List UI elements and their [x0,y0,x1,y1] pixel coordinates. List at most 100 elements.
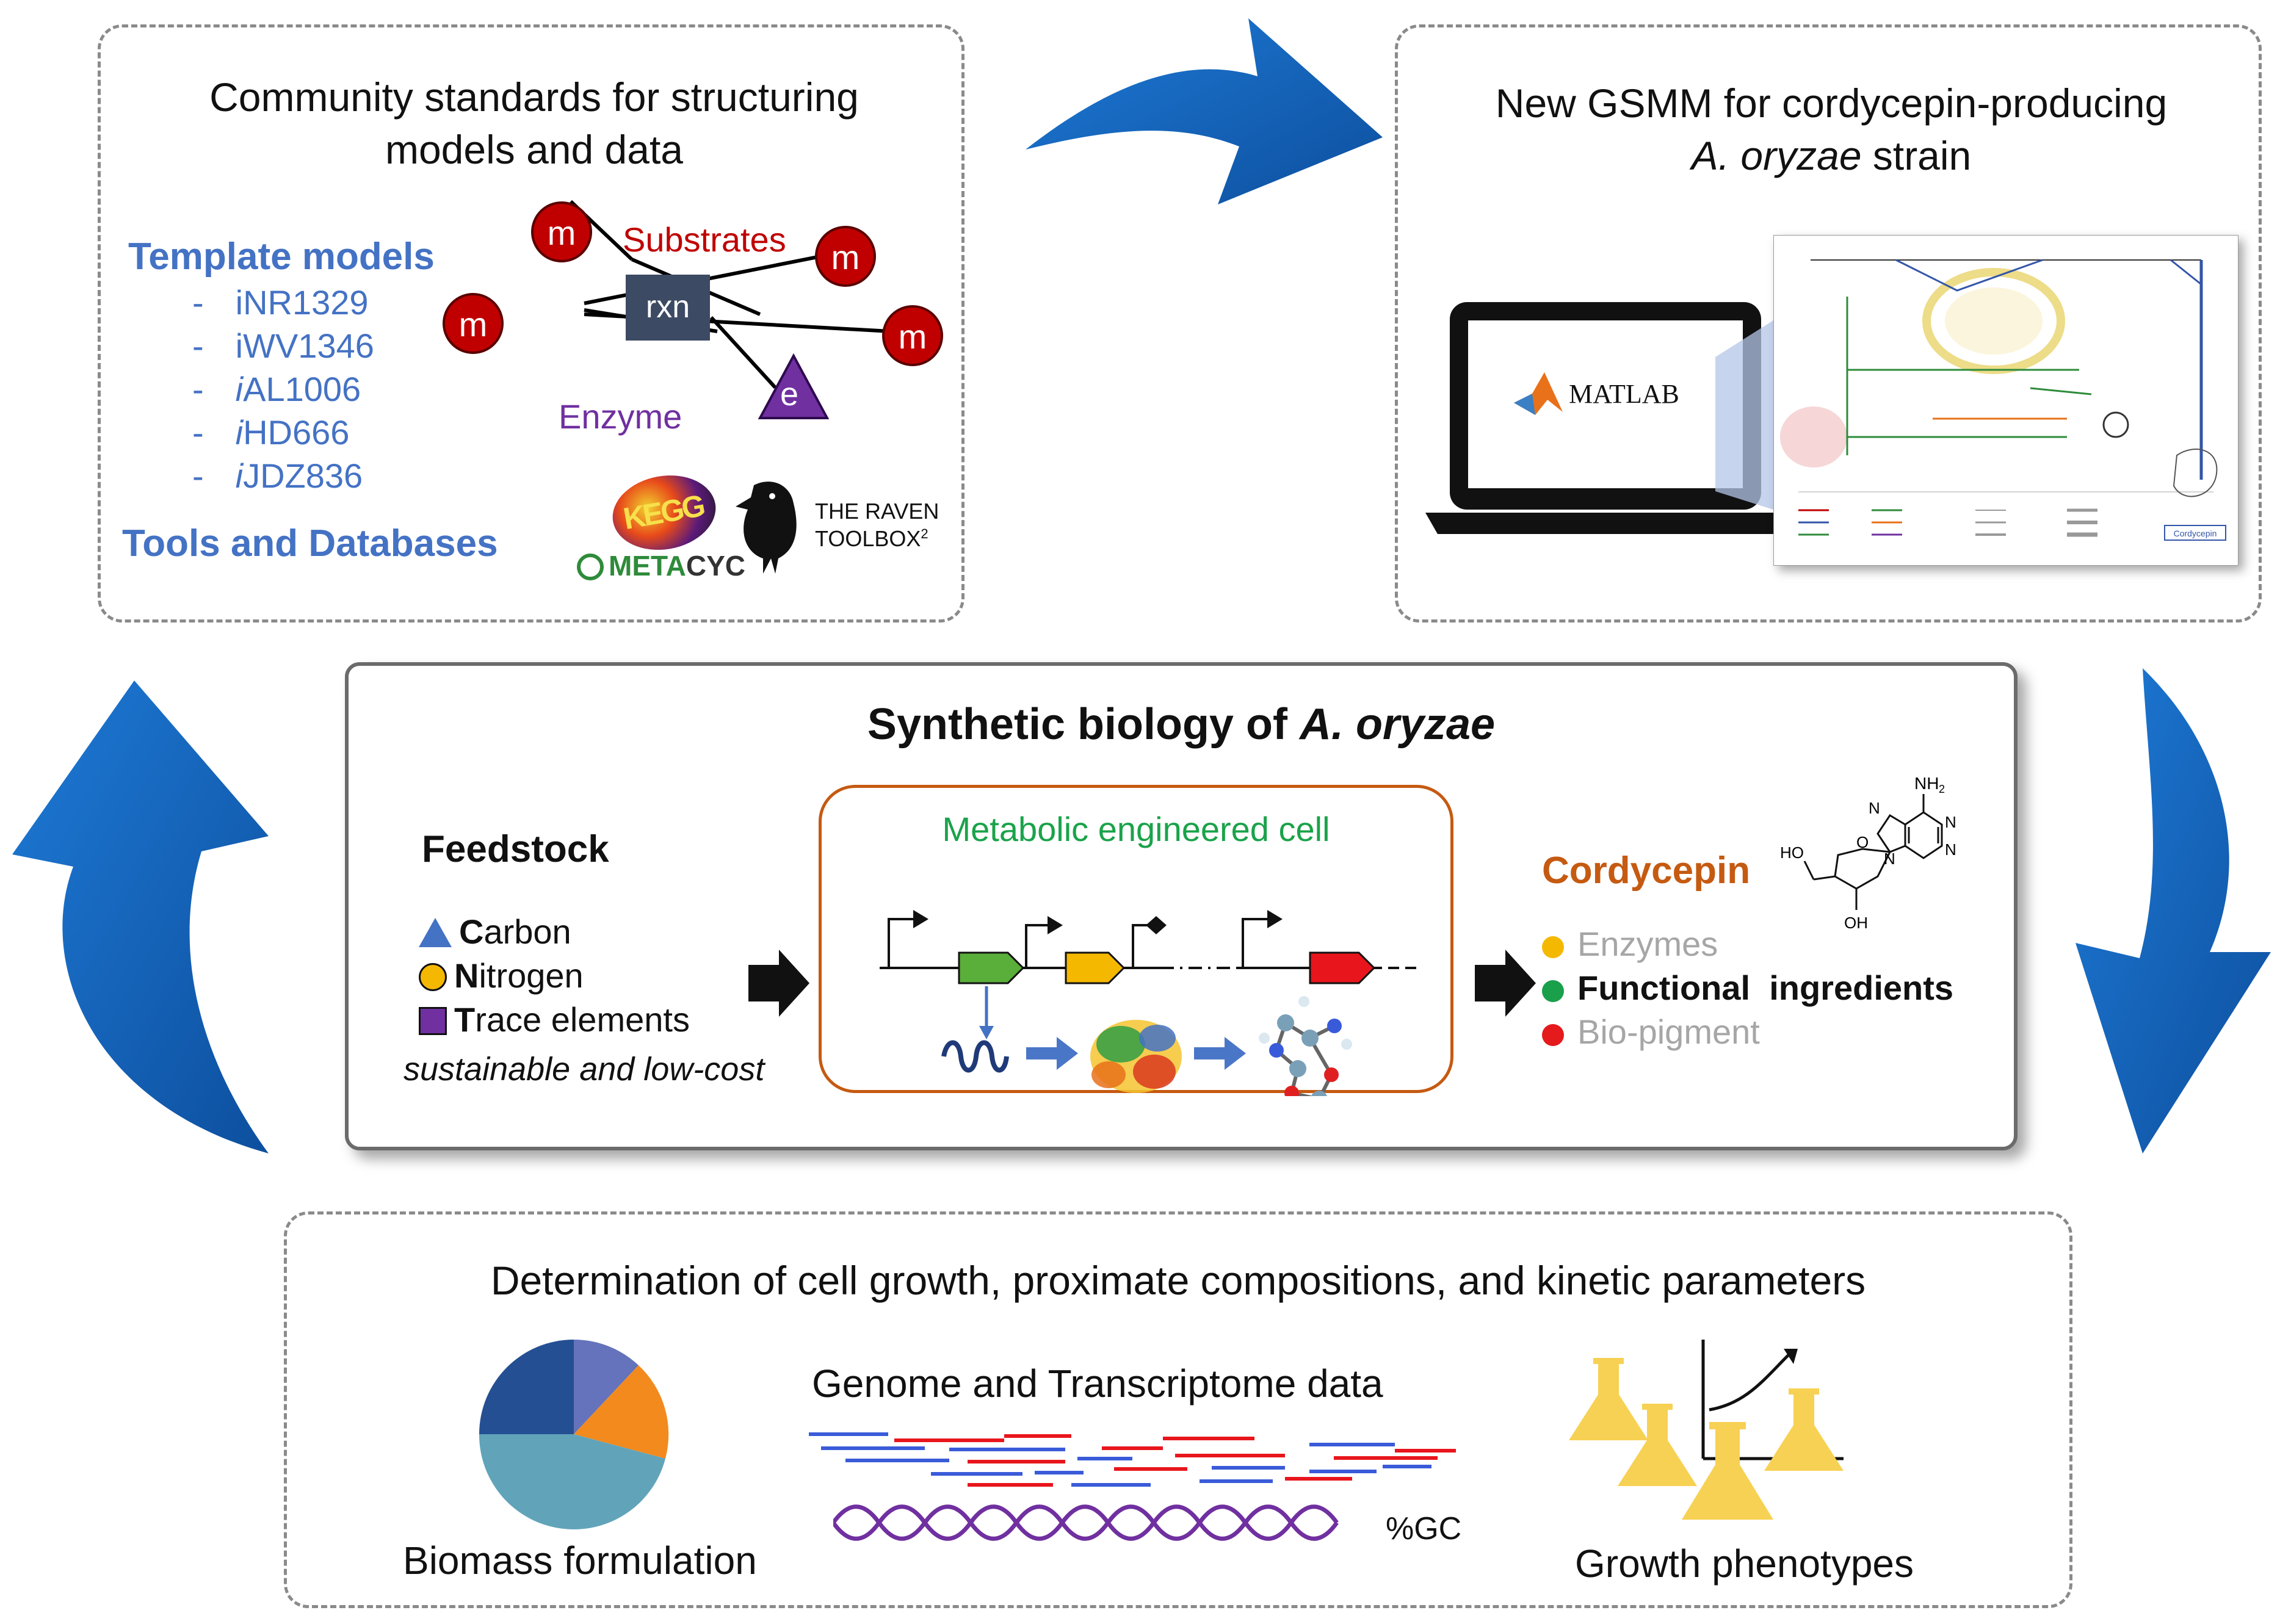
template-model-name: JDZ836 [243,457,363,495]
dna-helix-icon [833,1504,1339,1541]
flask-icon [1569,1358,1648,1440]
template-model-name: AL1006 [243,370,361,408]
sequencing-reads [809,1432,1456,1487]
template-model-name: iNR1329 [235,283,369,322]
raven-toolbox-text: THE RAVEN TOOLBOX2 [815,499,939,551]
feedstock-circle-icon [419,963,447,991]
template-model-dash: - [192,283,204,322]
template-model-italic-prefix: i [235,370,244,408]
biomass-pie [479,1340,669,1529]
svg-text:NH: NH [1914,774,1939,793]
svg-text:O: O [1856,833,1869,851]
metabolite-node: m [815,226,876,287]
template-model-dash: - [192,413,204,452]
template-model-item: -iAL1006 [192,367,374,411]
synthetic-biology-title: Synthetic biology of A. oryzae [867,700,1496,749]
metacyc-logo: METACYC [577,549,745,582]
standards-panel-title: Community standards for structuring mode… [209,74,859,172]
enzyme-label: e [780,376,799,413]
svg-text:N: N [1945,813,1956,831]
feedstock-to-cell-arrow [748,950,809,1017]
template-model-name: HD666 [243,413,350,452]
feedstock-note: sustainable and low-cost [404,1051,765,1088]
feedstock-item: Trace elements [419,998,690,1042]
flask-icon [1764,1388,1844,1471]
feedstock-name: itrogen [479,956,584,995]
feedstock-initial: C [459,912,484,951]
template-model-italic-prefix: i [235,457,244,495]
zoom-beam [1715,320,1773,510]
template-model-item: -iJDZ836 [192,454,374,497]
output-dot-icon [1542,1024,1564,1046]
metabolite-node: m [882,305,943,366]
matlab-logo-icon [1514,372,1563,415]
template-model-italic-prefix: i [235,413,244,452]
output-label: Bio-pigment [1577,1012,1760,1051]
template-model-dash: - [192,327,204,365]
template-models-list: -iNR1329-iWV1346-iAL1006-iHD666-iJDZ836 [192,281,374,497]
metabolite-node: m [531,201,592,262]
template-model-dash: - [192,370,204,408]
template-model-item: -iHD666 [192,411,374,454]
product-output-item: Bio-pigment [1542,1010,1953,1054]
template-model-dash: - [192,457,204,495]
enzyme-triangle [758,353,830,419]
raven-bird-icon [736,482,797,574]
growth-flasks [1569,1340,1844,1520]
substrates-label: Substrates [623,220,786,259]
feedstock-item: Nitrogen [419,954,690,998]
reaction-node: rxn [626,275,710,341]
cordycepin-heading: Cordycepin [1542,850,1751,892]
gsmm-panel: New GSMM for cordycepin-producing A. ory… [1395,24,2262,623]
gsmm-panel-title: New GSMM for cordycepin-producing A. ory… [1495,81,2168,178]
svg-text:OH: OH [1844,914,1868,932]
feedstock-heading: Feedstock [422,828,609,870]
template-model-item: -iWV1346 [192,324,374,367]
genome-label: Genome and Transcriptome data [812,1362,1383,1406]
output-dot-icon [1542,936,1564,958]
enzyme-caption: Enzyme [559,397,682,436]
feedstock-name: race elements [475,1000,690,1039]
standards-panel: Community standards for structuring mode… [98,24,964,623]
pathway-map-diagram: Cordycepin [1777,239,2235,562]
output-label: Functional ingredients [1577,969,1954,1007]
cell-to-product-arrow [1475,950,1536,1017]
biomass-label: Biomass formulation [403,1539,757,1582]
svg-text:N: N [1869,799,1880,817]
gene-circuit [880,910,1420,1096]
svg-text:2: 2 [1939,783,1945,795]
svg-text:N: N [1884,850,1895,868]
output-dot-icon [1542,980,1564,1002]
cycle-arrow-top [1026,18,1383,204]
cordycepin-structure: NH 2 N N N N O OH HO [1780,774,1956,932]
determination-panel: Determination of cell growth, proximate … [284,1211,2072,1608]
feedstock-triangle-icon [419,918,452,947]
engineered-cell-title: Metabolic engineered cell [942,810,1330,848]
pathway-map: Cordycepin [1773,235,2238,566]
svg-text:HO: HO [1780,843,1804,862]
matlab-label: MATLAB [1569,379,1679,409]
feedstock-initial: N [454,956,479,995]
template-model-name: iWV1346 [235,327,374,365]
feedstock-item: Carbon [419,910,690,954]
feedstock-name: arbon [483,912,571,951]
kegg-logo-text: KEGG [620,488,706,536]
feedstock-initial: T [454,1000,476,1039]
cycle-arrow-left [12,680,269,1153]
determination-title: Determination of cell growth, proximate … [490,1258,1866,1303]
flask-icon [1682,1422,1773,1520]
product-output-item: Functional ingredients [1542,966,1953,1010]
template-model-item: -iNR1329 [192,281,374,324]
output-label: Enzymes [1577,925,1718,963]
tools-databases-heading: Tools and Databases [122,522,498,565]
template-models-heading: Template models [128,236,435,278]
pathway-map-product-label: Cordycepin [2174,529,2217,538]
svg-text:N: N [1945,840,1956,859]
synthetic-biology-panel: Synthetic biology of A. oryzae Feedstock… [345,662,2018,1150]
engineered-cell: Metabolic engineered cell [819,785,1453,1096]
metabolite-node: m [443,293,504,354]
laptop-icon [1425,302,1786,534]
